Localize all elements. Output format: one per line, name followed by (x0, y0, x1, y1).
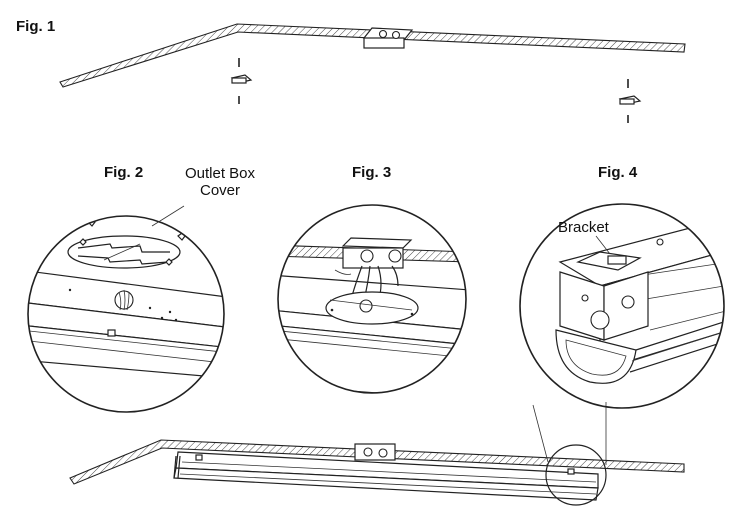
fig1-ceiling (59, 23, 686, 88)
outlet-box-cover-leader (151, 205, 185, 227)
fig1-junction-box (362, 27, 414, 49)
outlet-box-cover-label-line1: Outlet Box (185, 165, 256, 182)
bottom-light-fixture (173, 451, 599, 501)
fig4-detail-circle (519, 203, 725, 409)
bracket-label: Bracket (558, 219, 610, 236)
bottom-ceiling (69, 439, 685, 485)
bottom-junction-box (354, 443, 396, 461)
outlet-box-cover-label-line2: Cover (200, 182, 240, 199)
fig3-detail-circle (277, 204, 467, 394)
fig1-label: Fig. 1 (16, 18, 55, 35)
fig1-right-mounting-clip (618, 79, 642, 123)
fig4-leader-lines (532, 402, 607, 506)
fig4-label: Fig. 4 (598, 164, 638, 181)
fig2-detail-circle (27, 215, 225, 413)
fig1-left-mounting-clip (230, 58, 253, 104)
fig3-label: Fig. 3 (352, 164, 391, 181)
fig2-label: Fig. 2 (104, 164, 143, 181)
bracket-leader (595, 235, 611, 255)
